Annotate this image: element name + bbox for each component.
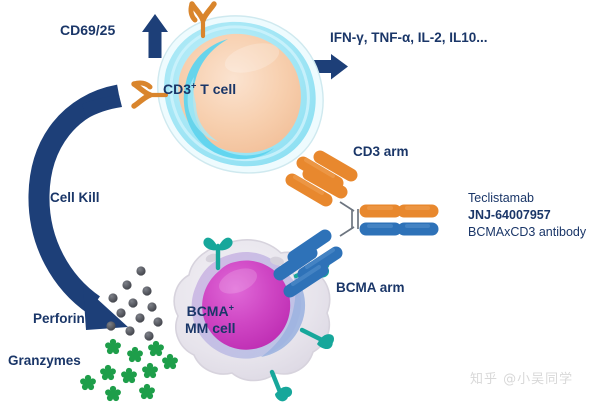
antibody-generic-name: Teclistamab [468,191,534,205]
antibody-hinge [339,201,359,237]
t-cell-marker: CD3 [163,81,192,97]
bcma-receptor-bottom [269,369,293,402]
granzymes-label: Granzymes [8,353,81,368]
mm-cell-label: BCMA+ MM cell [185,303,236,337]
mm-cell-superscript: + [228,302,234,313]
cell-kill-arrow [28,84,128,330]
antibody-fc-bcma-chain [359,222,439,236]
cd3-arm-label: CD3 arm [353,144,409,159]
mm-cell [173,239,331,382]
t-cell-suffix: T cell [196,81,237,97]
mm-cell-marker: BCMA [186,303,229,319]
cd3-receptor-left [131,80,169,109]
antibody-code: JNJ-64007957 [468,207,551,222]
t-cell [157,15,324,174]
bcma-arm-fab [273,229,343,298]
cd69-25-label: CD69/25 [60,22,116,38]
t-cell-superscript: + [191,80,197,91]
cytokine-right-arrow [305,54,348,80]
bcma-receptor-right-lower [299,327,334,350]
mm-cell-type: MM cell [185,320,236,337]
cytokines-label: IFN-γ, TNF-α, IL-2, IL10... [330,30,488,45]
t-cell-label: CD3+ T cell [163,81,236,97]
granzyme-granules [80,338,178,402]
cell-kill-label: Cell Kill [50,190,100,205]
cd3-arm-fab [285,150,358,207]
cd69-25-up-arrow [142,14,168,58]
antibody-name-block: Teclistamab JNJ-64007957 BCMAxCD3 antibo… [468,190,586,240]
antibody-description: BCMAxCD3 antibody [468,224,587,239]
perforin-label: Perforin [33,311,85,326]
bcma-receptor-top [203,237,233,271]
antibody-fc-cd3-chain [359,204,439,218]
cd3-receptor-top [188,1,217,39]
bcma-arm-label: BCMA arm [336,280,405,295]
perforin-granules [106,266,163,341]
watermark: 知乎 @小吴同学 [470,372,574,387]
